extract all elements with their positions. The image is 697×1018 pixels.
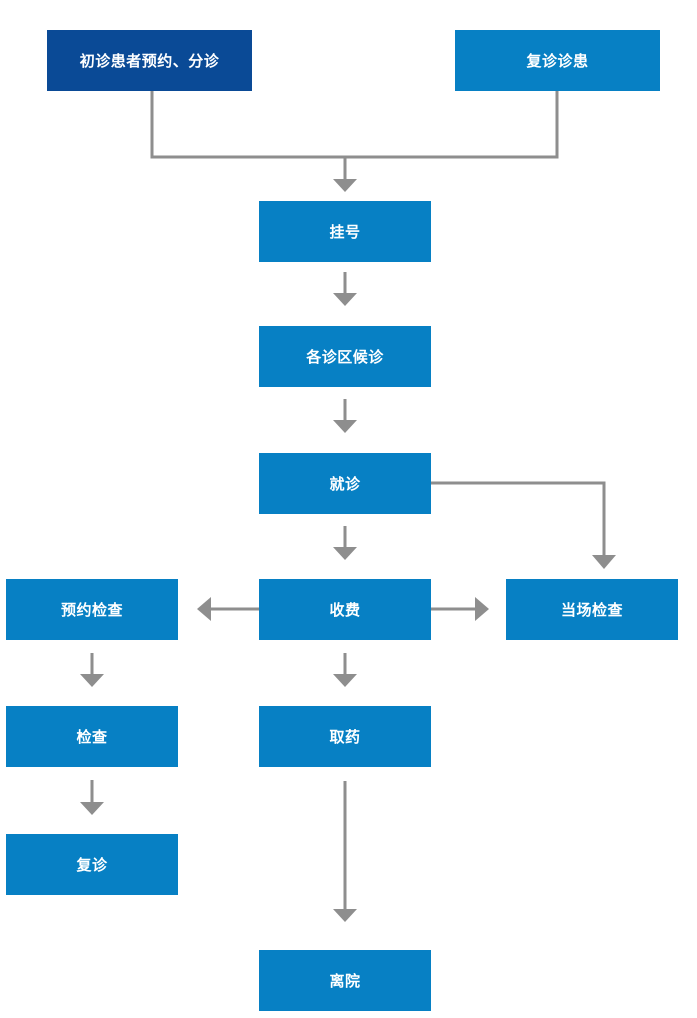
node-exam: 检查 — [6, 706, 178, 767]
arrow-to-onsite-exam-icon — [592, 555, 616, 569]
connector-first-visit-to-register — [150, 91, 347, 180]
node-first-visit: 初诊患者预约、分诊 — [47, 30, 252, 91]
node-register: 挂号 — [259, 201, 431, 262]
node-return-visit-label: 复诊诊患 — [526, 52, 589, 70]
arrow-to-exam-icon — [80, 674, 104, 687]
node-register-label: 挂号 — [329, 223, 361, 241]
arrow-to-consult-icon — [333, 420, 357, 433]
node-appointment-exam-label: 预约检查 — [60, 601, 123, 619]
arrow-to-discharge-icon — [333, 909, 357, 922]
node-payment-label: 收费 — [329, 601, 361, 619]
connector-return-visit-to-register — [345, 91, 559, 159]
arrow-to-wait-icon — [333, 293, 357, 306]
node-appointment-exam: 预约检查 — [6, 579, 178, 640]
node-exam-label: 检查 — [76, 728, 108, 746]
node-revisit: 复诊 — [6, 834, 178, 895]
connector-consult-to-onsite-exam — [431, 481, 606, 556]
node-onsite-exam-label: 当场检查 — [560, 601, 623, 619]
arrow-to-revisit-icon — [80, 802, 104, 815]
node-return-visit: 复诊诊患 — [455, 30, 660, 91]
node-medicine: 取药 — [259, 706, 431, 767]
arrow-to-appointment-exam-icon — [197, 597, 211, 621]
node-consult-label: 就诊 — [329, 475, 361, 493]
node-first-visit-label: 初诊患者预约、分诊 — [79, 52, 220, 70]
node-onsite-exam: 当场检查 — [506, 579, 678, 640]
node-payment: 收费 — [259, 579, 431, 640]
arrow-to-register-icon — [333, 179, 357, 192]
node-wait-label: 各诊区候诊 — [306, 348, 384, 366]
node-revisit-label: 复诊 — [76, 856, 108, 874]
arrow-to-medicine-icon — [333, 674, 357, 687]
arrow-to-payment-icon — [333, 547, 357, 560]
arrow-to-onsite-exam-right-icon — [475, 597, 489, 621]
node-discharge-label: 离院 — [329, 972, 361, 990]
node-consult: 就诊 — [259, 453, 431, 514]
node-wait: 各诊区候诊 — [259, 326, 431, 387]
node-discharge: 离院 — [259, 950, 431, 1011]
node-medicine-label: 取药 — [329, 728, 361, 746]
